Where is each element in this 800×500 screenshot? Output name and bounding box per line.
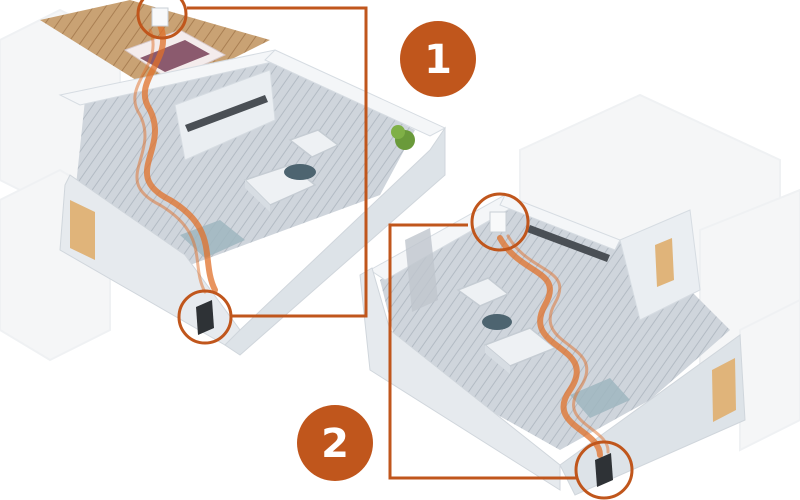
step-badge-1: 1 (400, 21, 476, 97)
highlight-ring (136, 0, 188, 40)
armchair-icon (456, 277, 510, 307)
door-icon (70, 200, 95, 260)
callouts (136, 0, 634, 500)
ventilation-unit-icon (151, 7, 169, 27)
plant-icon (391, 125, 415, 150)
apartment-left (40, 0, 447, 356)
sofa-icon (483, 327, 557, 374)
coffee-table-icon (482, 314, 512, 330)
door-icon (712, 358, 736, 422)
highlight-ring (177, 289, 233, 345)
living-room-floor (75, 60, 415, 265)
airflow-arrow (133, 28, 207, 294)
callout-line-2 (388, 223, 577, 480)
callout-line-1 (187, 6, 368, 318)
step-badge-label: 2 (321, 421, 349, 467)
curtain (405, 228, 438, 312)
step-badge-2: 2 (297, 405, 373, 481)
ventilation-unit-icon (489, 211, 507, 233)
air-vent-icon (196, 300, 214, 335)
coffee-table-icon (284, 164, 316, 180)
air-vent-icon (595, 453, 613, 487)
airflow-arrow (497, 235, 603, 458)
armchair-icon (288, 129, 340, 158)
step-badge-label: 1 (424, 37, 452, 83)
door-icon (655, 238, 674, 287)
airflow-arrow (141, 22, 218, 293)
glass-table (570, 378, 630, 418)
airflow-arrow (506, 234, 610, 454)
highlight-ring (470, 192, 530, 252)
apartment-right (359, 194, 746, 496)
highlight-ring (574, 440, 634, 500)
